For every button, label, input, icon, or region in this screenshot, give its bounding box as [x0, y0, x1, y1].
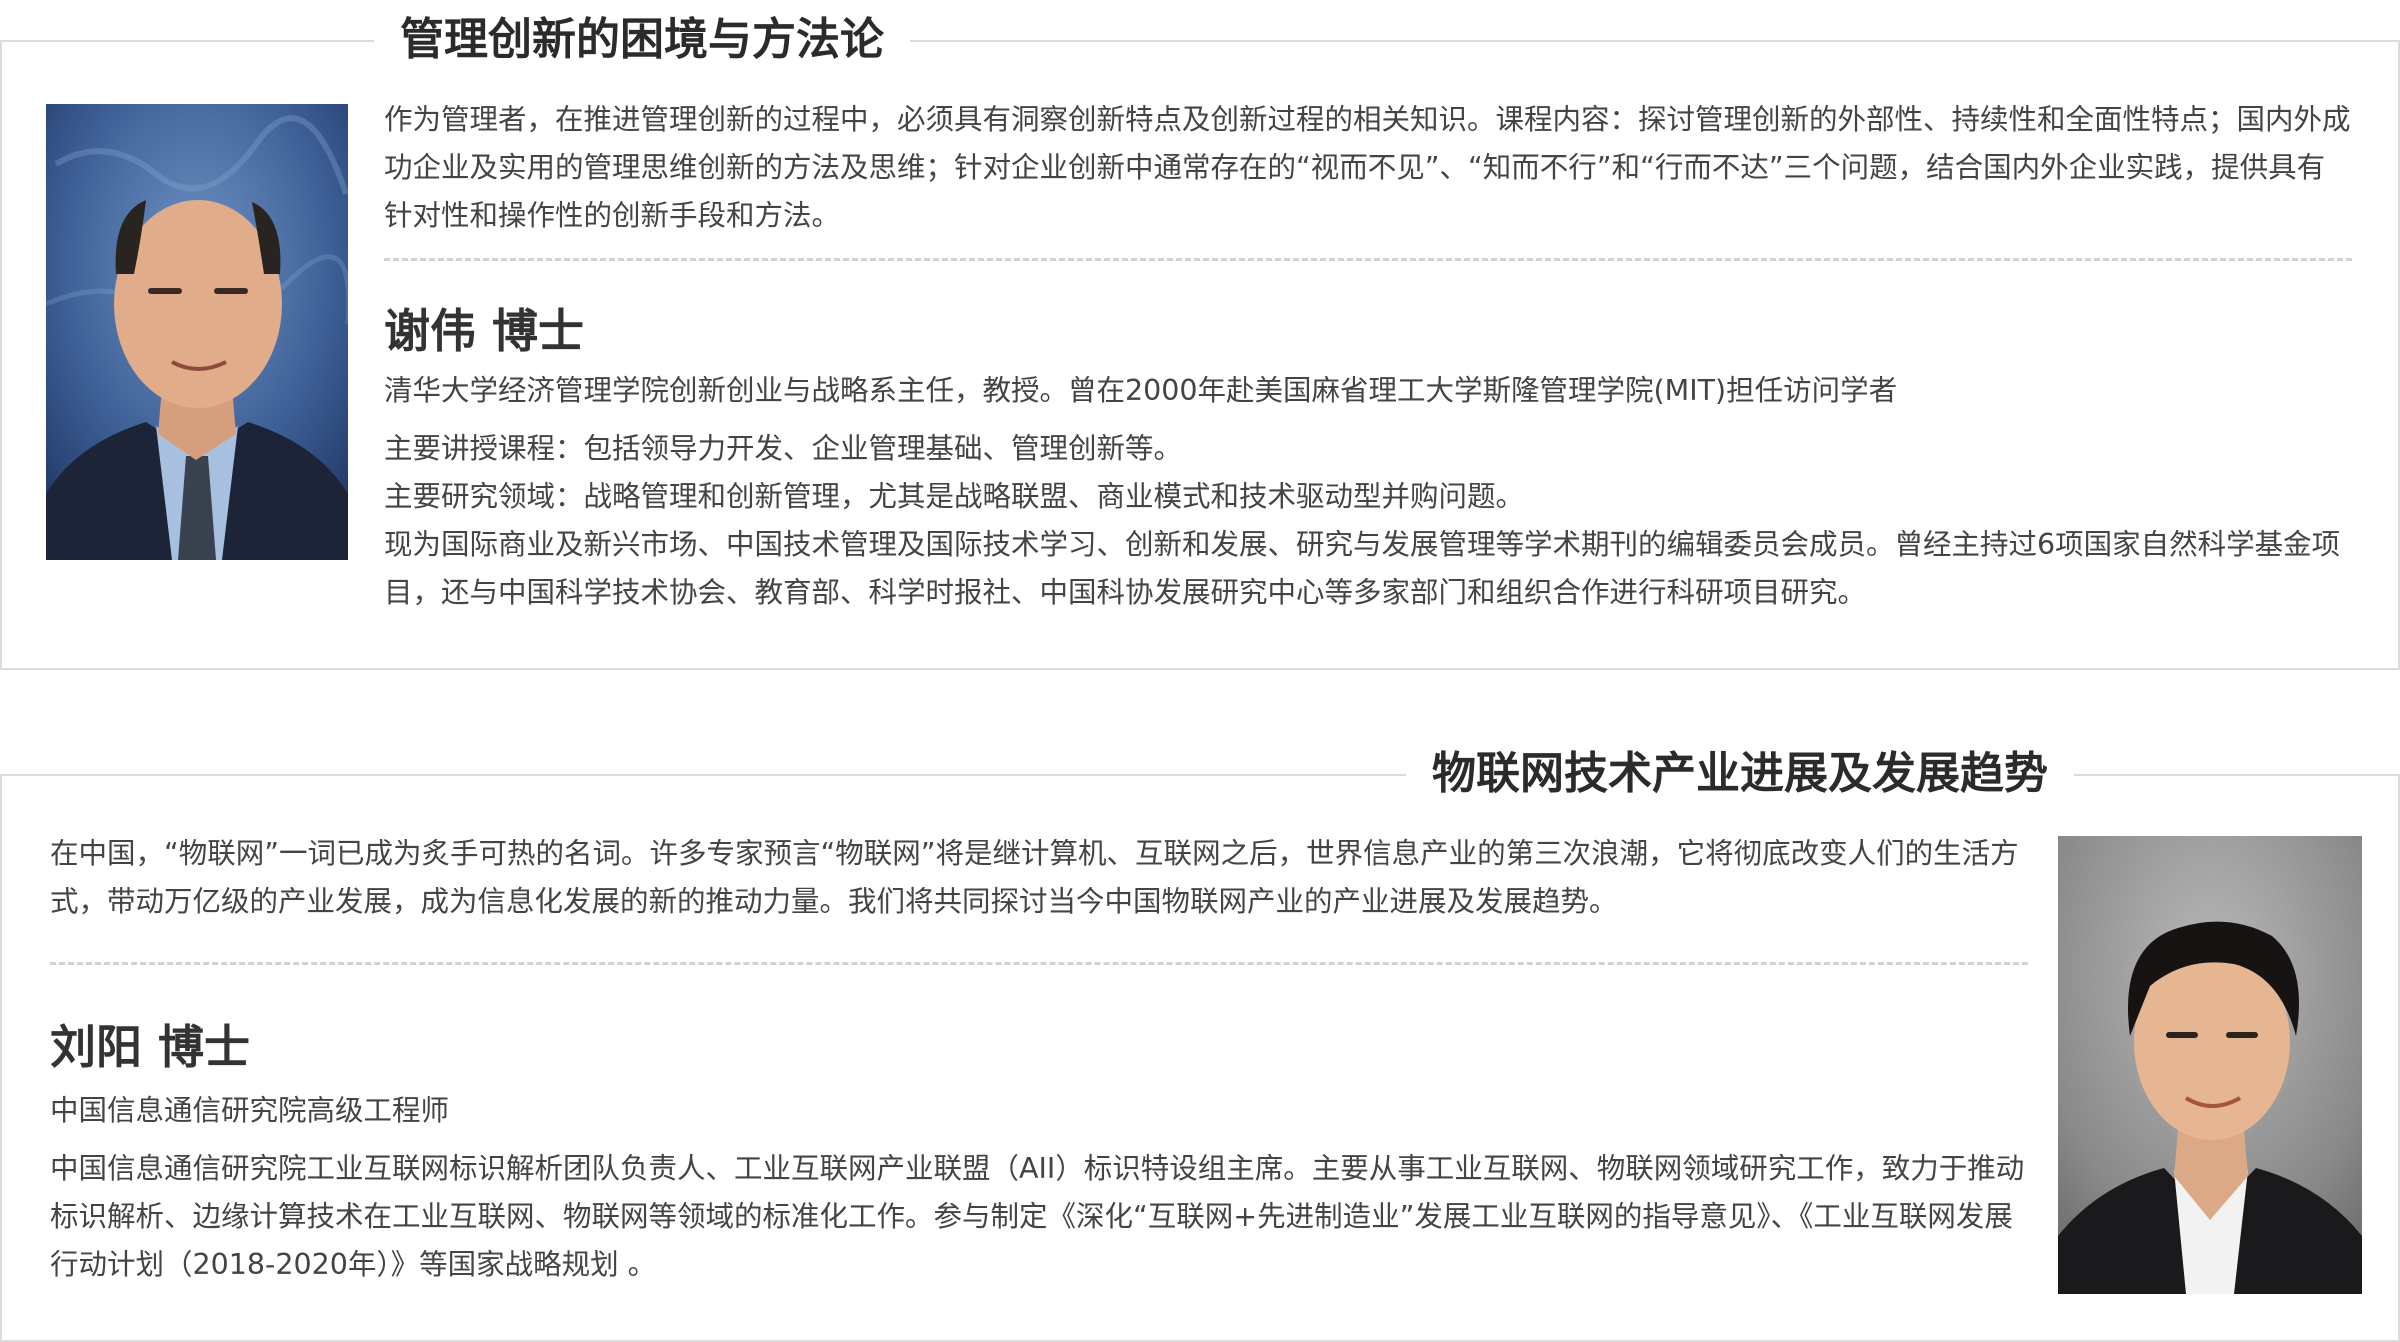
speaker-bio: 中国信息通信研究院工业互联网标识解析团队负责人、工业互联网产业联盟（AII）标识… [50, 1152, 2025, 1281]
speaker-photo-liu-yang [2058, 836, 2362, 1294]
course-content: 作为管理者，在推进管理创新的过程中，必须具有洞察创新特点及创新过程的相关知识。课… [384, 96, 2352, 617]
course-title: 管理创新的困境与方法论 [374, 10, 910, 70]
speaker-role: 清华大学经济管理学院创新创业与战略系主任，教授。曾在2000年赴美国麻省理工大学… [384, 374, 1898, 407]
speaker-photo-xie-wei [46, 104, 348, 560]
course-description: 在中国，“物联网”一词已成为炙手可热的名词。许多专家预言“物联网”将是继计算机、… [50, 837, 2019, 918]
course-description: 作为管理者，在推进管理创新的过程中，必须具有洞察创新特点及创新过程的相关知识。课… [384, 103, 2351, 232]
speaker-role: 中国信息通信研究院高级工程师 [50, 1094, 450, 1127]
course-title: 物联网技术产业进展及发展趋势 [1406, 744, 2074, 804]
speaker-name: 刘阳 博士 [50, 1020, 251, 1074]
speaker-courses: 主要讲授课程：包括领导力开发、企业管理基础、管理创新等。 [384, 432, 1183, 465]
speaker-research-areas: 主要研究领域：战略管理和创新管理，尤其是战略联盟、商业模式和技术驱动型并购问题。 [384, 480, 1525, 513]
dashed-divider [384, 258, 2352, 261]
dashed-divider [50, 962, 2028, 965]
course-card-management-innovation: 管理创新的困境与方法论 [0, 10, 2400, 670]
course-card-iot: 物联网技术产业进展及发展趋势 在中国，“物联网”一词已成为炙手可热的名词。许多专… [0, 744, 2400, 1342]
speaker-affiliations: 现为国际商业及新兴市场、中国技术管理及国际技术学习、创新和发展、研究与发展管理等… [384, 528, 2341, 609]
speaker-details: 中国信息通信研究院工业互联网标识解析团队负责人、工业互联网产业联盟（AII）标识… [50, 1145, 2028, 1289]
speaker-name: 谢伟 博士 [384, 304, 585, 358]
speaker-details: 主要讲授课程：包括领导力开发、企业管理基础、管理创新等。 主要研究领域：战略管理… [384, 425, 2352, 617]
course-content: 在中国，“物联网”一词已成为炙手可热的名词。许多专家预言“物联网”将是继计算机、… [50, 830, 2028, 1289]
